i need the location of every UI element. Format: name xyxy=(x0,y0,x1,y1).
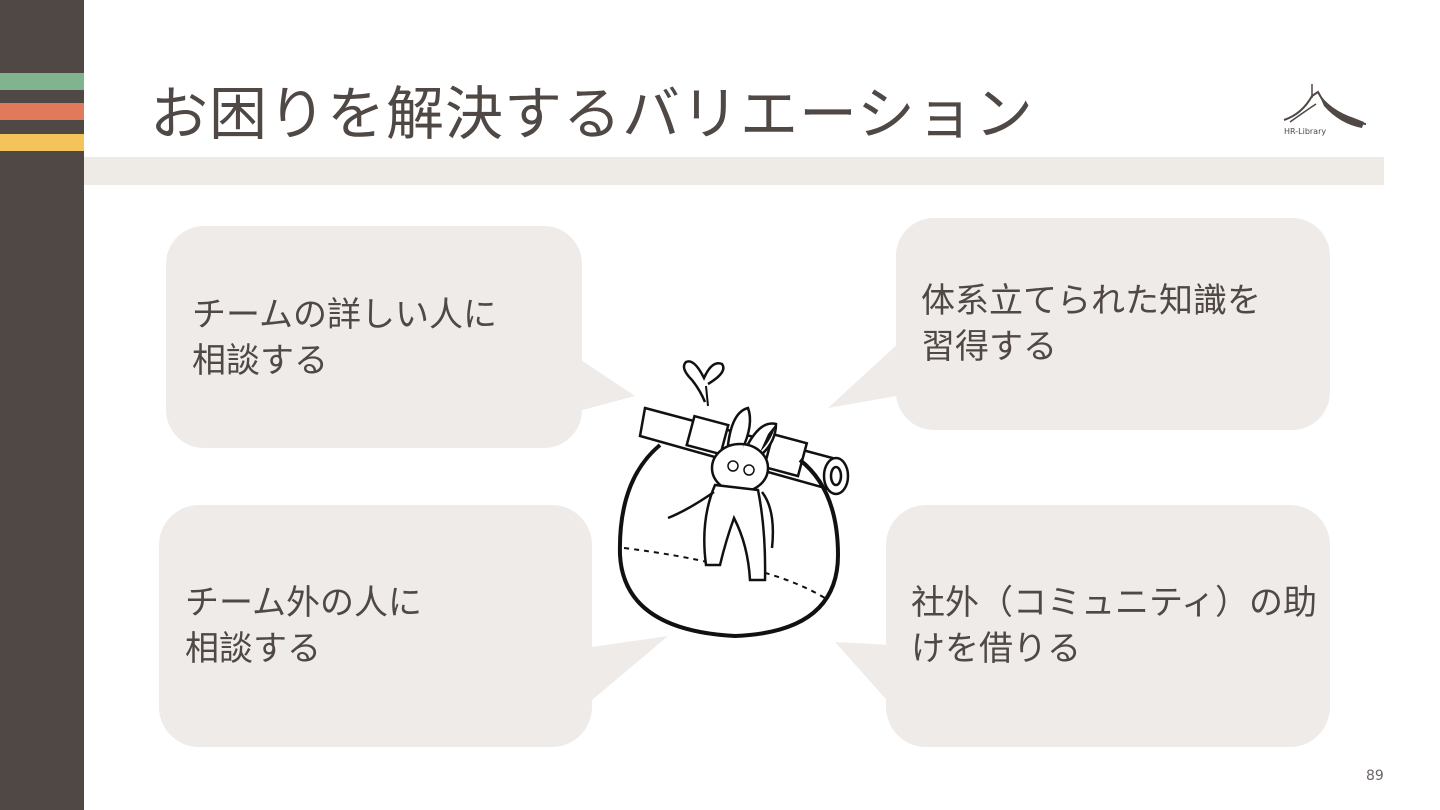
rabbit-in-pot-illustration xyxy=(617,360,850,639)
bubble-text-top-left: チームの詳しい人に 相談する xyxy=(192,295,497,381)
bubble-bottom-left xyxy=(159,505,668,747)
bubble-text-top-right: 体系立てられた知識を 習得する xyxy=(921,281,1261,367)
yellow-stripe xyxy=(0,134,84,151)
bubble-top-left xyxy=(166,226,635,448)
bubble-text-bottom-right: 社外（コミュニティ）の助 けを借りる xyxy=(911,583,1317,669)
slide-title: お困りを解決するバリエーション xyxy=(150,80,1034,148)
orange-stripe xyxy=(0,103,84,120)
roof-book-icon xyxy=(1283,84,1367,128)
bubble-text-bottom-left: チーム外の人に 相談する xyxy=(185,583,422,669)
logo-text: HR-Library xyxy=(1284,127,1327,136)
bubble-bottom-right xyxy=(835,505,1330,747)
green-stripe xyxy=(0,73,84,90)
page-number: 89 xyxy=(1366,768,1384,784)
title-underline-bar xyxy=(84,157,1384,185)
bubble-top-right xyxy=(828,218,1330,430)
